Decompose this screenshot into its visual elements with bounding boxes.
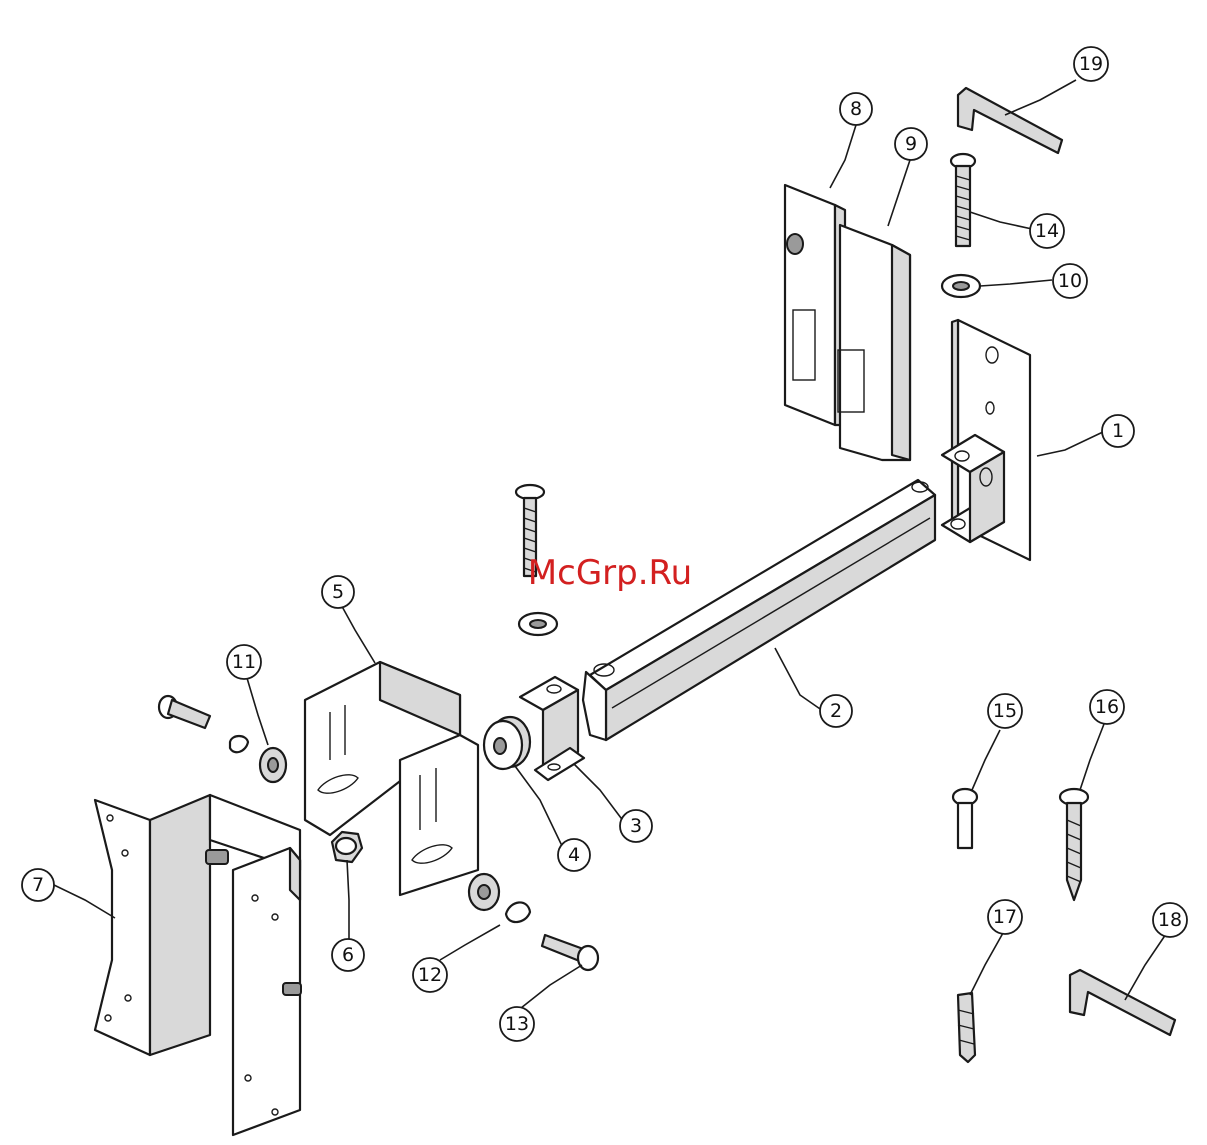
spacer-washer-part <box>484 717 530 769</box>
vesa-bracket-part <box>95 795 301 1135</box>
svg-text:18: 18 <box>1158 909 1182 931</box>
wall-plate-part <box>942 320 1030 560</box>
svg-text:9: 9 <box>905 133 917 155</box>
short-bolt-part <box>953 789 977 848</box>
svg-text:17: 17 <box>993 906 1017 928</box>
washer-set-lower-part <box>469 874 530 922</box>
svg-text:16: 16 <box>1095 696 1119 718</box>
svg-text:2: 2 <box>830 700 842 722</box>
callout-4: 4 <box>558 839 590 871</box>
callout-3: 3 <box>620 810 652 842</box>
svg-text:14: 14 <box>1035 220 1059 242</box>
svg-text:1: 1 <box>1112 420 1124 442</box>
svg-text:8: 8 <box>850 98 862 120</box>
callout-14: 14 <box>1030 214 1064 248</box>
svg-text:4: 4 <box>568 844 580 866</box>
svg-text:7: 7 <box>32 874 44 896</box>
callout-6: 6 <box>332 939 364 971</box>
svg-text:5: 5 <box>332 581 344 603</box>
callout-2: 2 <box>820 695 852 727</box>
u-bracket-part <box>305 662 478 895</box>
swing-arm-part <box>583 480 935 740</box>
callout-16: 16 <box>1090 690 1124 724</box>
callout-5: 5 <box>322 576 354 608</box>
wall-anchor-part <box>958 993 975 1062</box>
svg-text:6: 6 <box>342 944 354 966</box>
callout-15: 15 <box>988 694 1022 728</box>
callout-1: 1 <box>1102 415 1134 447</box>
callout-11: 11 <box>227 645 261 679</box>
svg-text:3: 3 <box>630 815 642 837</box>
callout-8: 8 <box>840 93 872 125</box>
callout-9: 9 <box>895 128 927 160</box>
callout-13: 13 <box>500 1007 534 1041</box>
machine-screw-part <box>951 154 975 246</box>
lag-screw-part <box>1060 789 1088 900</box>
bolt-upper-part <box>159 696 210 728</box>
callout-12: 12 <box>413 958 447 992</box>
watermark-text: McGrp.Ru <box>528 553 692 593</box>
bolt-lower-part <box>542 935 598 970</box>
hex-key-small-part <box>958 88 1062 153</box>
svg-text:12: 12 <box>418 964 442 986</box>
callout-17: 17 <box>988 900 1022 934</box>
callout-19: 19 <box>1074 47 1108 81</box>
svg-text:19: 19 <box>1079 53 1103 75</box>
svg-text:13: 13 <box>505 1013 529 1035</box>
nut-part <box>332 832 362 862</box>
lock-washer-part <box>942 275 980 297</box>
cable-cover-left-part <box>785 185 845 425</box>
callout-7: 7 <box>22 869 54 901</box>
svg-text:10: 10 <box>1058 270 1082 292</box>
washer-set-upper-part <box>230 736 286 782</box>
svg-text:11: 11 <box>232 651 256 673</box>
callout-10: 10 <box>1053 264 1087 298</box>
cable-cover-right-part <box>838 225 910 460</box>
svg-text:15: 15 <box>993 700 1017 722</box>
callout-18: 18 <box>1153 903 1187 937</box>
hex-key-large-part <box>1070 970 1175 1035</box>
